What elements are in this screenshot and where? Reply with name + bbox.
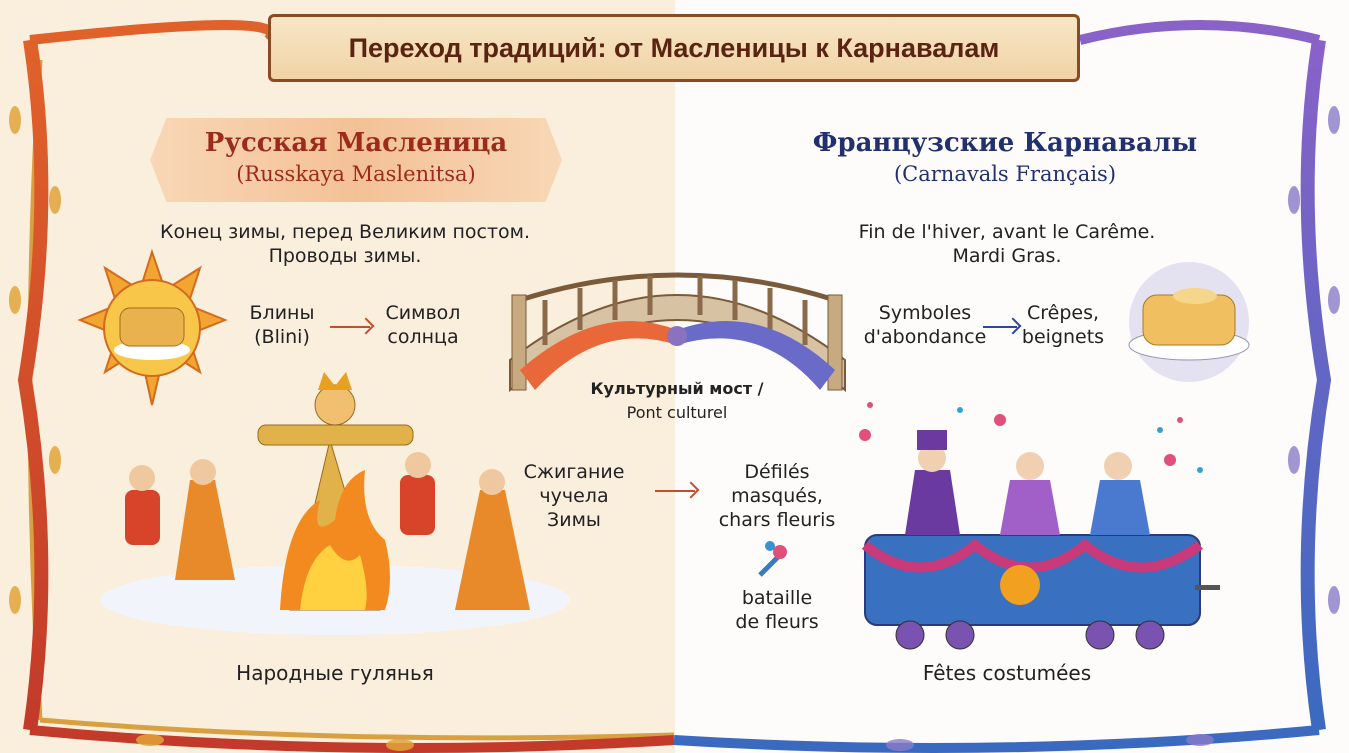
carnival-float-illustration (859, 402, 1220, 650)
intro-line: Fin de l'hiver, avant le Carême. (858, 221, 1156, 243)
left-ribbon (17, 38, 49, 732)
symbols-line: Symboles (878, 302, 972, 324)
maslenitsa-bonfire-illustration (100, 372, 570, 635)
parades-line: masqués, (731, 485, 823, 507)
maslenitsa-title: Русская Масленица (204, 128, 508, 158)
parades-line: chars fleuris (718, 509, 836, 531)
blini-line: (Blini) (254, 326, 310, 348)
crepes-plate-illustration (1128, 262, 1250, 382)
bridge-illustration (509, 272, 846, 393)
burning-line: Сжигание (523, 461, 625, 483)
symbols-line: d'abondance (863, 326, 987, 348)
flowers-line: de fleurs (735, 611, 819, 633)
right-ribbon (1300, 38, 1332, 732)
flower-bouquet-icon (758, 541, 787, 577)
bridge-label: Культурный мост / Pont culturel (590, 377, 763, 425)
intro-line: Mardi Gras. (952, 245, 1062, 267)
parades-line: Défilés (744, 461, 810, 483)
flowers-line: bataille (741, 587, 813, 609)
intro-line: Конец зимы, перед Великим постом. (159, 221, 531, 243)
title-banner: Переход традиций: от Масленицы к Карнава… (268, 14, 1080, 82)
blini-label: Блины(Blini) (250, 301, 315, 349)
intro-line: Проводы зимы. (268, 245, 422, 267)
arrow-right-icon (655, 490, 695, 492)
symbol-line: Символ (385, 302, 461, 324)
bridge-label-ru: Культурный мост / (590, 379, 764, 398)
arrow-right-icon (330, 326, 370, 328)
carnival-title: Французские Карнавалы (812, 128, 1198, 158)
page-title: Переход традиций: от Масленицы к Карнава… (348, 32, 1000, 63)
bridge-label-fr: Pont culturel (626, 403, 728, 422)
arrow-right-icon (983, 326, 1017, 328)
burning-line: Зимы (547, 509, 601, 531)
carnival-caption: Fêtes costumées (922, 661, 1092, 685)
maslenitsa-heading: Русская Масленица (Russkaya Maslenitsa) (150, 118, 562, 202)
crepes-line: beignets (1021, 326, 1105, 348)
crepes-label: Crêpes,beignets (1022, 301, 1104, 349)
crepes-line: Crêpes, (1026, 302, 1100, 324)
carnival-subtitle: (Carnavals Français) (893, 162, 1117, 186)
burning-line: чучела (539, 485, 609, 507)
carnival-heading: Французские Карнавалы (Carnavals Françai… (770, 118, 1240, 202)
maslenitsa-caption: Народные гулянья (236, 661, 434, 685)
carnival-panel (675, 0, 1349, 753)
carnival-intro: Fin de l'hiver, avant le Carême.Mardi Gr… (859, 220, 1156, 268)
maslenitsa-intro: Конец зимы, перед Великим постом.Проводы… (160, 220, 530, 268)
maslenitsa-subtitle: (Russkaya Maslenitsa) (236, 162, 476, 186)
symbol-line: солнца (387, 326, 459, 348)
blini-line: Блины (249, 302, 315, 324)
sun-icon (77, 248, 228, 406)
